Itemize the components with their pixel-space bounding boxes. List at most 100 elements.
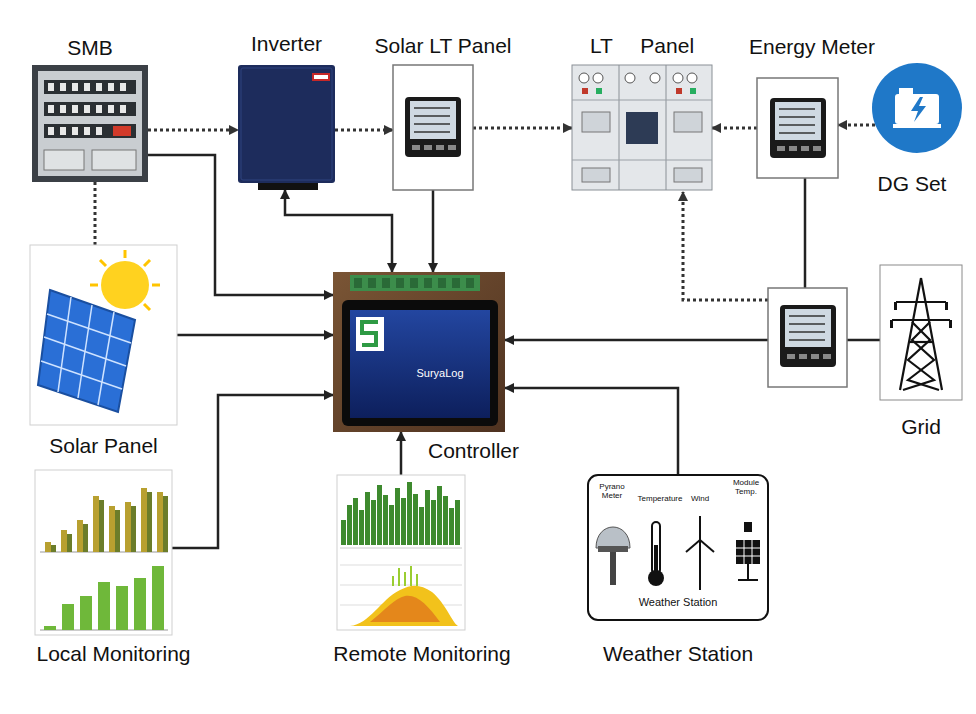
illustration-part xyxy=(911,97,926,122)
illustration-part xyxy=(35,470,172,635)
illustration-part xyxy=(48,105,54,113)
lt-panel-illustration xyxy=(572,65,712,190)
illustration-part xyxy=(436,145,444,150)
illustration-part xyxy=(44,102,136,116)
illustration-part xyxy=(395,488,400,545)
illustration-part xyxy=(414,123,450,125)
illustration-part xyxy=(48,83,54,91)
illustration-part xyxy=(113,126,131,136)
illustration-part xyxy=(312,73,330,81)
illustration-part xyxy=(333,272,505,432)
illustration-part xyxy=(141,488,147,552)
illustration-part xyxy=(44,337,126,366)
component-label: Controller xyxy=(428,439,548,462)
component-box: Energy Meter xyxy=(757,78,838,178)
component-label: DG Set xyxy=(862,172,962,195)
illustration-part xyxy=(736,540,760,564)
illustration-part xyxy=(673,73,683,83)
illustration-part xyxy=(354,278,474,288)
illustration-part xyxy=(410,278,418,288)
illustration-part xyxy=(51,545,56,552)
illustration-part xyxy=(779,116,815,118)
meter-illustration xyxy=(768,288,847,387)
illustration-part xyxy=(801,146,809,151)
illustration-part xyxy=(362,322,378,345)
generator-icon xyxy=(872,63,962,153)
illustration-part xyxy=(341,482,460,545)
illustration-part xyxy=(699,540,701,590)
illustration-part xyxy=(67,534,72,552)
illustration-part xyxy=(626,112,658,144)
illustration-part xyxy=(466,278,474,288)
illustration-part xyxy=(572,100,712,101)
illustration-part xyxy=(412,145,456,150)
meter-wire xyxy=(804,178,807,288)
inverter-illustration xyxy=(238,65,335,190)
illustration-part xyxy=(582,88,682,94)
illustration-part xyxy=(619,65,620,190)
illustration-part xyxy=(744,522,752,532)
component-label: Inverter xyxy=(213,32,360,55)
illustration-part xyxy=(90,250,160,310)
illustration-part xyxy=(768,288,847,387)
data-link xyxy=(172,395,333,548)
illustration-part xyxy=(413,494,418,545)
power-line xyxy=(838,124,875,127)
data-link xyxy=(177,334,333,337)
illustration-part xyxy=(377,485,382,545)
component-box: Grid xyxy=(880,265,962,400)
illustration-part xyxy=(593,73,603,83)
power-line xyxy=(473,127,572,130)
component-box: DG Set xyxy=(872,63,962,153)
illustration-part xyxy=(893,124,941,128)
illustration-part xyxy=(47,314,131,343)
illustration-part xyxy=(419,507,424,545)
illustration-part xyxy=(770,98,826,158)
illustration-part xyxy=(84,83,90,91)
illustration-part xyxy=(598,546,628,552)
illustration-part xyxy=(596,88,696,94)
illustration-part xyxy=(109,506,115,552)
illustration-part xyxy=(347,505,352,545)
component-box: Solar Panel xyxy=(30,245,177,425)
illustration-part xyxy=(368,278,376,288)
illustration-part xyxy=(48,127,54,135)
illustration-part xyxy=(674,112,702,132)
illustration-part xyxy=(62,604,74,630)
illustration-part xyxy=(72,127,78,135)
illustration-part xyxy=(687,73,697,83)
illustration-part xyxy=(823,354,831,359)
illustration-part xyxy=(389,505,394,545)
illustration-part xyxy=(437,486,442,545)
illustration-part xyxy=(341,520,346,545)
illustration-part xyxy=(787,354,831,359)
illustration-part xyxy=(438,278,446,288)
illustration-part xyxy=(452,278,460,288)
illustration-part xyxy=(777,146,821,151)
illustration-part xyxy=(431,500,436,545)
component-box: ControllerSuryaLog xyxy=(333,272,505,432)
power-line xyxy=(335,129,393,132)
illustration-part xyxy=(414,115,450,117)
illustration-part xyxy=(892,319,950,321)
illustration-part xyxy=(780,305,836,367)
illustration-part xyxy=(789,146,797,151)
illustration-part xyxy=(84,127,90,135)
illustration-part xyxy=(356,317,384,351)
illustration-part xyxy=(892,278,950,390)
illustration-part xyxy=(72,83,78,91)
illustration-part xyxy=(424,145,432,150)
illustration-part xyxy=(41,297,131,405)
component-text: Wind xyxy=(686,495,714,504)
illustration-part xyxy=(60,127,66,135)
illustration-part xyxy=(115,510,120,552)
illustration-part xyxy=(789,339,825,341)
illustration-part xyxy=(894,302,897,310)
illustration-part xyxy=(392,576,394,586)
data-link xyxy=(432,190,435,272)
illustration-part xyxy=(582,168,610,182)
component-text: Module Temp. xyxy=(728,479,764,497)
illustration-part xyxy=(258,183,318,190)
illustration-part xyxy=(383,495,388,545)
illustration-part xyxy=(744,540,745,564)
